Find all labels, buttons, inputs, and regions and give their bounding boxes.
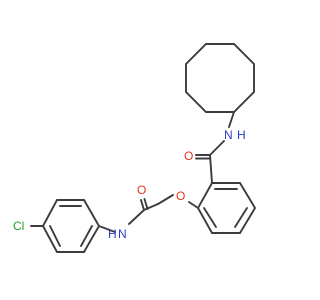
atom-label-o-top: O — [184, 149, 193, 163]
svg-text:O: O — [137, 183, 146, 197]
atom-label-n-top: N — [224, 128, 233, 142]
bond-carbonyl-to-nh — [128, 209, 145, 225]
atom-label-h-top: H — [237, 128, 246, 142]
svg-text:H: H — [108, 227, 117, 241]
bond-carbonyl-to-benzene — [209, 154, 213, 184]
bond-ch2-to-carbonyl — [143, 203, 159, 211]
bond-benzene-to-ether-o — [188, 201, 199, 209]
atom-label-cl: Cl — [13, 219, 24, 233]
cyclooctane-ring — [185, 43, 255, 113]
bond-ring-to-nh — [228, 111, 235, 128]
svg-text:O: O — [176, 189, 185, 203]
svg-text:H: H — [237, 128, 246, 142]
bond-nh-to-carbonyl — [209, 140, 225, 156]
carbonyl-double-bond-top — [195, 154, 211, 160]
atom-label-n-bottom: N — [118, 227, 127, 241]
atom-label-h-bottom: H — [108, 227, 117, 241]
svg-text:N: N — [118, 227, 127, 241]
benzene-ring-top — [196, 182, 257, 234]
chlorophenyl-ring — [41, 199, 101, 253]
bond-nh-to-chlorophenyl — [98, 225, 116, 233]
molecule-structure: H N O O O N H Cl — [13, 43, 257, 253]
carbonyl-double-bond-bottom — [140, 198, 149, 211]
bond-ether-o-to-ch2 — [157, 194, 174, 205]
atom-label-o-ether: O — [176, 189, 185, 203]
svg-text:N: N — [224, 128, 233, 142]
atom-label-o-bottom: O — [137, 183, 146, 197]
svg-text:O: O — [184, 149, 193, 163]
svg-text:Cl: Cl — [13, 219, 24, 233]
